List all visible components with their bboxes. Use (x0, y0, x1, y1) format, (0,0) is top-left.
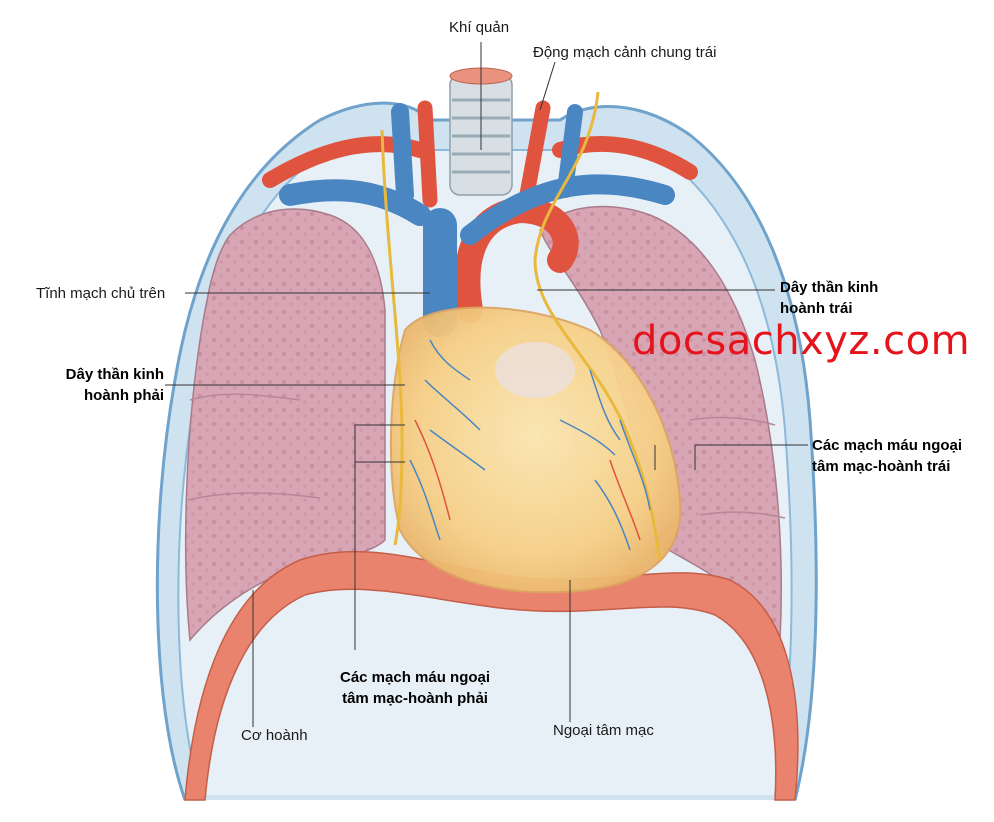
right-common-carotid-artery (417, 100, 438, 208)
watermark-text: docsachxyz.com (632, 318, 971, 364)
label-right-pericardiacophrenic-vessels: Các mạch máu ngoại tâm mạc-hoành phải (340, 669, 491, 707)
label-left-pericardiacophrenic-vessels: Các mạch máu ngoại tâm mạc-hoành trái (812, 437, 963, 475)
label-diaphragm: Cơ hoành (241, 727, 308, 744)
right-brachiocephalic-vein (279, 179, 431, 226)
label-pericardium: Ngoại tâm mạc (553, 722, 654, 739)
label-trachea: Khí quản (449, 19, 510, 36)
left-internal-jugular (557, 104, 583, 198)
right-pericardiacophrenic-vessels (409, 339, 486, 541)
right-internal-jugular (391, 103, 414, 204)
right-phrenic-nerve (380, 129, 404, 546)
left-phrenic-nerve (533, 91, 662, 561)
label-superior-vena-cava: Tĩnh mạch chủ trên (36, 285, 166, 302)
heart-pericardium (389, 306, 682, 594)
label-right-phrenic-nerve: Dây thần kinh hoành phải (65, 366, 164, 404)
label-left-common-carotid: Động mạch cảnh chung trái (533, 44, 717, 61)
diaphragm (184, 550, 799, 801)
label-left-phrenic-nerve: Dây thần kinh hoành trái (780, 279, 879, 317)
left-pericardiacophrenic-vessels (559, 369, 651, 551)
leader-lines (165, 42, 808, 727)
